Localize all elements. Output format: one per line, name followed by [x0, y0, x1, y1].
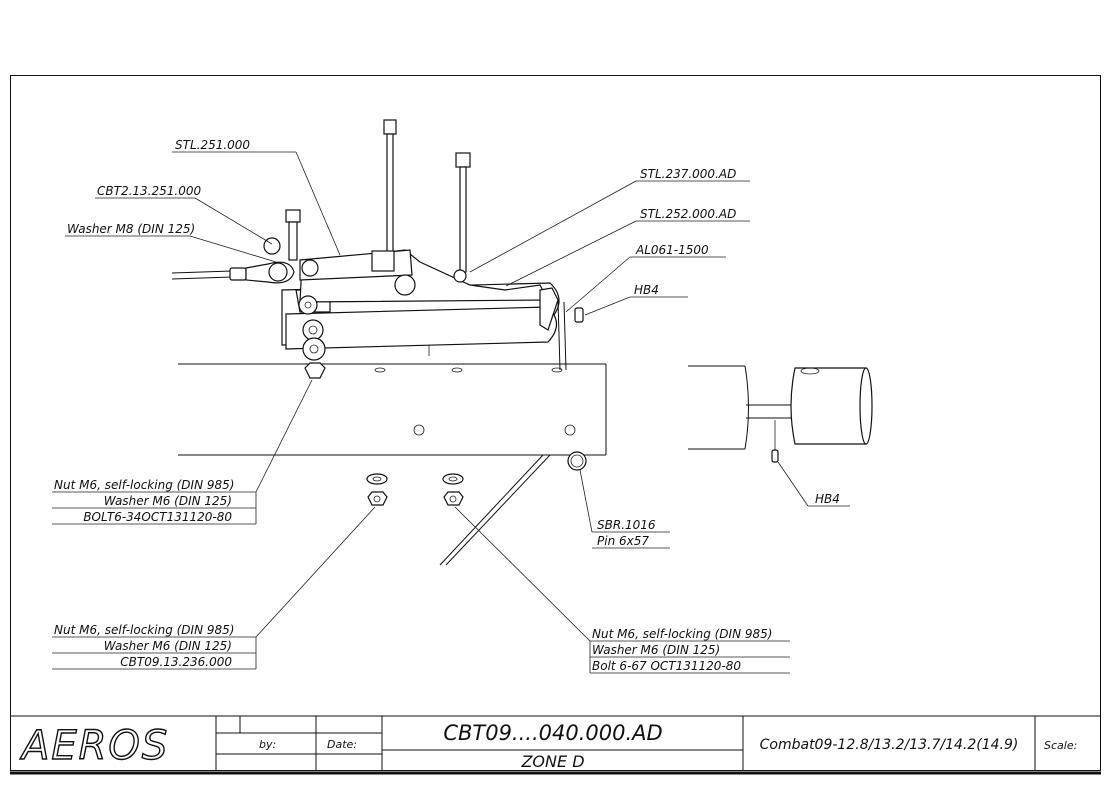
- scale-label: Scale:: [1044, 739, 1077, 752]
- label-nut-bottom-left: Nut M6, self-locking (DIN 985): [54, 623, 234, 637]
- label-nut-top-left: Nut M6, self-locking (DIN 985): [54, 478, 234, 492]
- label-al061: AL061-1500: [635, 243, 709, 257]
- lower-fasteners: [366, 473, 464, 506]
- label-washer-top-left: Washer M6 (DIN 125): [104, 494, 232, 508]
- zone-label: ZONE D: [520, 752, 584, 771]
- title-block: [10, 715, 1101, 770]
- label-nut-right: Nut M6, self-locking (DIN 985): [592, 627, 772, 641]
- by-label: by:: [259, 738, 276, 751]
- label-bolt-right: Bolt 6-67 OCT131120-80: [592, 659, 741, 673]
- label-stl-237: STL.237.000.AD: [640, 167, 736, 181]
- tube-hole: [413, 424, 425, 436]
- hb4-clip: [771, 449, 779, 463]
- date-label: Date:: [327, 738, 357, 751]
- label-hb4-top: HB4: [634, 283, 659, 297]
- label-hb4-right: HB4: [815, 492, 840, 506]
- label-sbr: SBR.1016: [597, 518, 656, 532]
- label-cbt2-13: CBT2.13.251.000: [97, 184, 201, 198]
- leader-lines: [52, 151, 850, 674]
- aeros-logo: AEROS: [19, 723, 169, 769]
- cable: [439, 454, 544, 566]
- tube-hole: [564, 424, 576, 436]
- label-washer-m8: Washer M8 (DIN 125): [67, 222, 195, 236]
- model-label: Combat09-12.8/13.2/13.7/14.2(14.9): [760, 737, 1019, 753]
- label-part-bottom-left: CBT09.13.236.000: [120, 655, 232, 669]
- label-bolt-top-left: BOLT6-34OCT131120-80: [83, 510, 232, 524]
- drawing-frame: [10, 75, 1101, 771]
- label-washer-bottom-left: Washer M6 (DIN 125): [104, 639, 232, 653]
- label-washer-right: Washer M6 (DIN 125): [592, 643, 720, 657]
- end-drum: [746, 367, 873, 463]
- label-pin: Pin 6x57: [597, 534, 649, 548]
- drawing-number: CBT09....040.000.AD: [443, 721, 662, 745]
- label-stl-252: STL.252.000.AD: [640, 207, 736, 221]
- label-stl-251: STL.251.000: [175, 138, 250, 152]
- main-tube: [178, 345, 749, 456]
